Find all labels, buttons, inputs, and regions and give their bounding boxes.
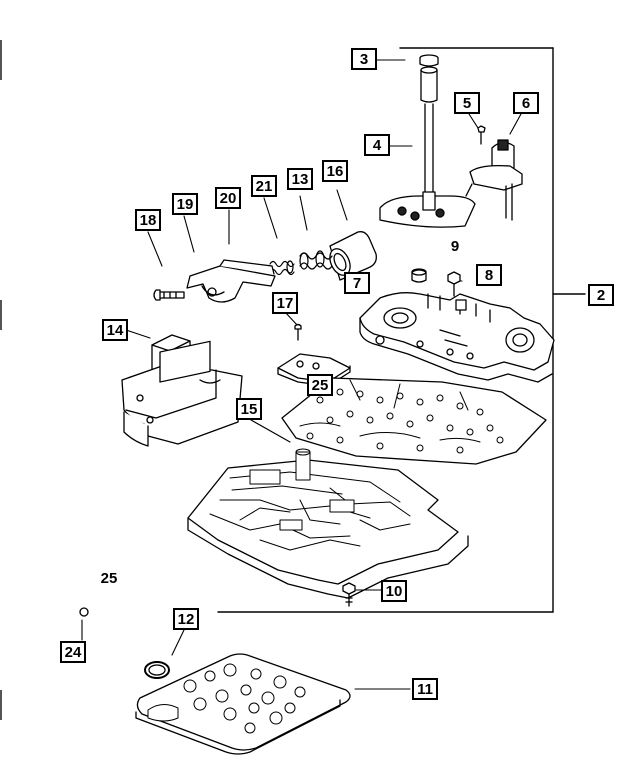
callout-24[interactable]: 24 — [60, 641, 86, 663]
callout-4[interactable]: 4 — [364, 134, 390, 156]
callout-10[interactable]: 10 — [381, 580, 407, 602]
callout-25-upper[interactable]: 25 — [307, 374, 333, 396]
callout-20[interactable]: 20 — [215, 187, 241, 209]
solenoid-pack — [121, 334, 243, 447]
sensor-assembly — [465, 125, 523, 221]
callout-12[interactable]: 12 — [173, 608, 199, 630]
callout-9[interactable]: 9 — [450, 237, 460, 255]
valve-body-upper — [359, 292, 555, 383]
callout-11[interactable]: 11 — [412, 678, 438, 700]
edge-mark — [0, 300, 2, 330]
callout-18[interactable]: 18 — [135, 209, 161, 231]
callout-13[interactable]: 13 — [287, 168, 313, 190]
callout-14[interactable]: 14 — [102, 319, 128, 341]
leader-lines — [81, 59, 522, 690]
callout-6[interactable]: 6 — [513, 92, 539, 114]
callout-15[interactable]: 15 — [236, 398, 262, 420]
detent-bracket — [153, 259, 276, 303]
callout-21[interactable]: 21 — [251, 175, 277, 197]
callout-3[interactable]: 3 — [351, 48, 377, 70]
callout-19[interactable]: 19 — [172, 193, 198, 215]
callout-16[interactable]: 16 — [322, 160, 348, 182]
callout-17[interactable]: 17 — [272, 292, 298, 314]
oil-filter-11 — [135, 653, 351, 755]
screw-17 — [294, 323, 302, 341]
edge-mark — [0, 690, 2, 720]
callout-5[interactable]: 5 — [454, 92, 480, 114]
check-ball-24 — [79, 607, 89, 617]
edge-mark — [0, 40, 2, 80]
valve-body-lower — [187, 448, 469, 599]
separator-plate — [281, 377, 547, 465]
bolt-10 — [342, 582, 356, 607]
assembly-bracket-lines — [217, 47, 586, 613]
shift-valve-rod — [379, 54, 476, 228]
callout-2[interactable]: 2 — [588, 284, 614, 306]
check-ball-and-bolt — [411, 268, 461, 297]
o-ring-12 — [144, 661, 170, 679]
callout-8[interactable]: 8 — [476, 264, 502, 286]
callout-7[interactable]: 7 — [344, 272, 370, 294]
callout-25-lower[interactable]: 25 — [100, 569, 118, 587]
